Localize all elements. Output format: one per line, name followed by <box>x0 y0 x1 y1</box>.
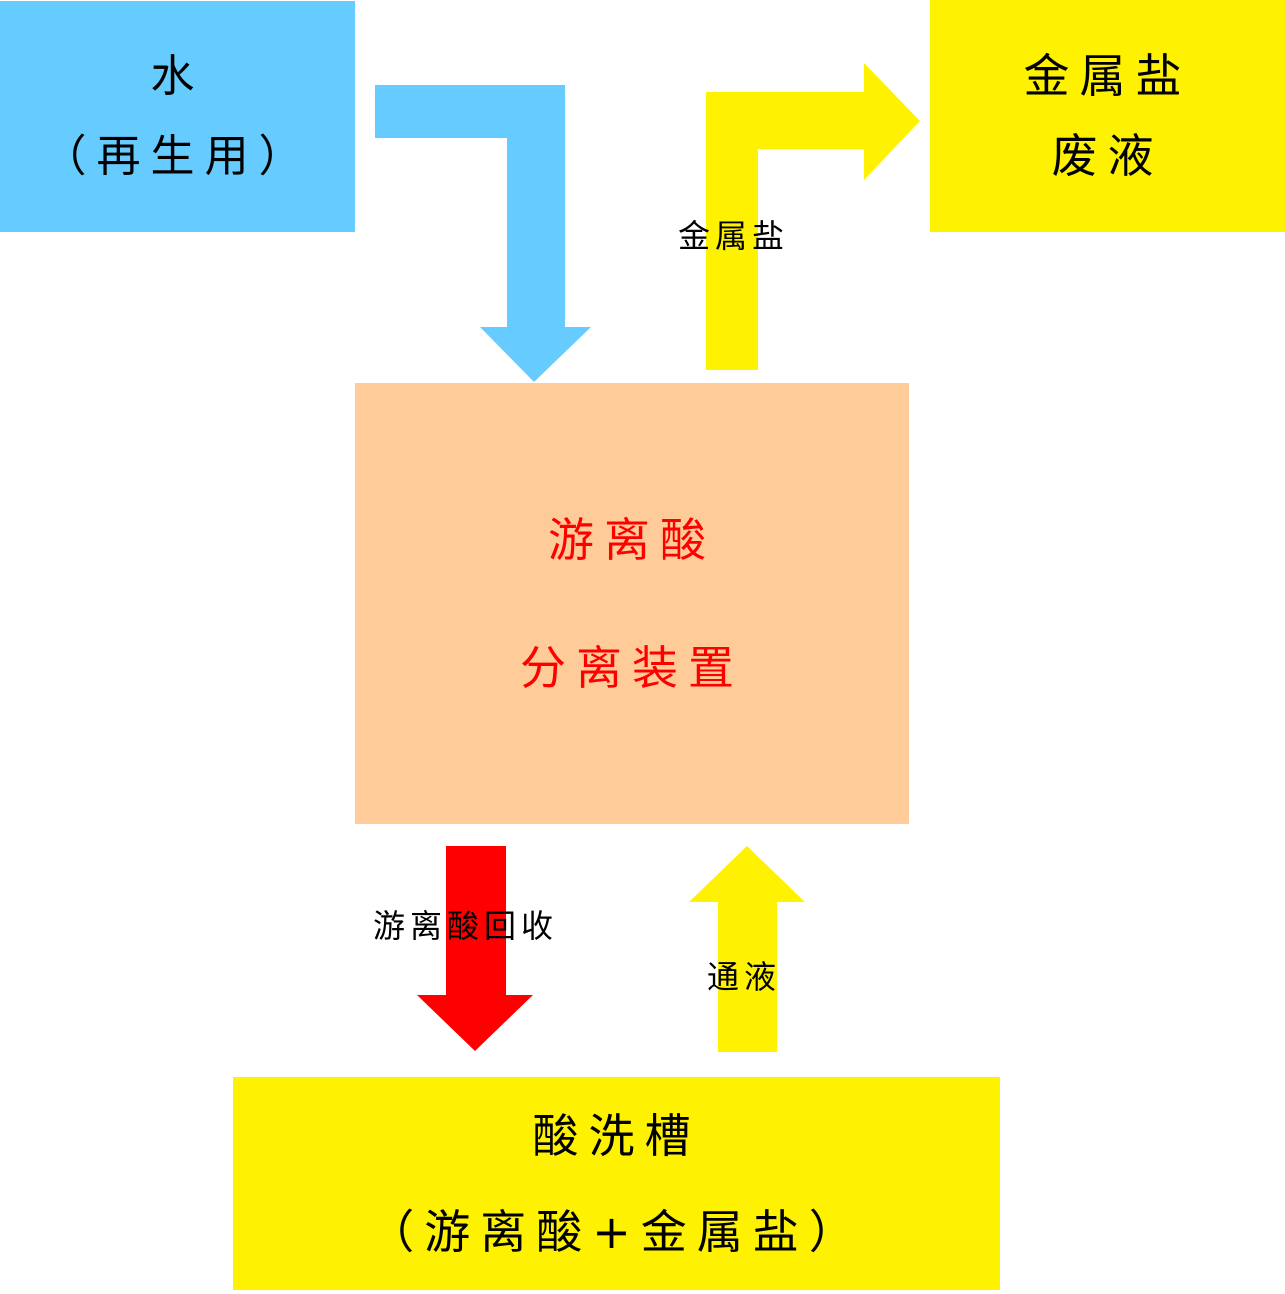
metal-salt-flow-label: 金属盐 <box>678 217 790 255</box>
water-box-title: 水 <box>150 50 205 102</box>
separator-box-subtitle: 分离装置 <box>520 640 744 695</box>
water-box-subtitle: （再生用） <box>42 130 313 182</box>
pickling-tank-box: 酸洗槽 （游离酸+金属盐） <box>233 1077 1000 1290</box>
pass-liquid-flow-label: 通液 <box>707 958 782 996</box>
metal-salt-waste-box: 金属盐 废液 <box>930 0 1285 232</box>
waste-box-subtitle: 废液 <box>1051 129 1164 183</box>
tank-box-subtitle: （游离酸+金属盐） <box>368 1204 865 1259</box>
separator-box-title: 游离酸 <box>548 512 716 567</box>
waste-box-title: 金属盐 <box>1023 49 1192 103</box>
tank-box-title: 酸洗槽 <box>532 1108 701 1163</box>
water-box: 水 （再生用） <box>0 1 355 232</box>
acid-recovery-arrow <box>417 846 533 1051</box>
acid-separator-box: 游离酸 分离装置 <box>355 383 909 824</box>
water-inflow-arrow <box>375 85 591 382</box>
acid-recovery-flow-label: 游离酸回收 <box>373 907 559 945</box>
metal-salt-outflow-arrow <box>706 63 920 370</box>
pass-liquid-arrow <box>689 846 805 1052</box>
